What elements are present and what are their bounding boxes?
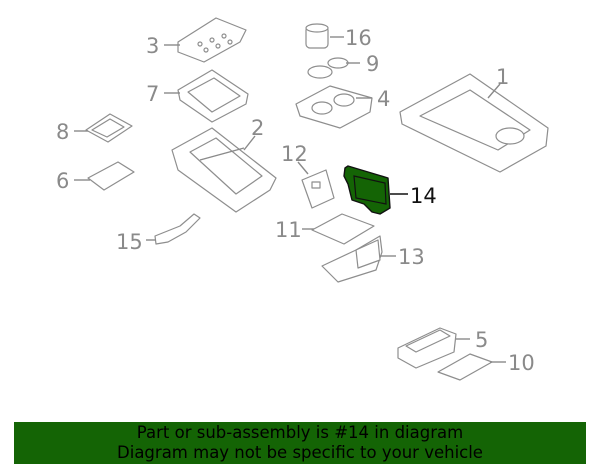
callout-4: 4 [377,87,390,111]
part-13[interactable] [321,235,383,283]
banner-line-2: Diagram may not be specific to your vehi… [117,443,483,462]
part-9[interactable] [307,57,349,79]
part-6[interactable] [87,161,135,191]
callout-6: 6 [56,169,69,193]
callout-10: 10 [508,351,535,375]
part-10[interactable] [437,353,493,381]
part-5[interactable] [397,327,457,369]
callout-8: 8 [56,120,69,144]
callout-3: 3 [146,34,159,58]
banner-line-1: Part or sub-assembly is #14 in diagram [136,423,464,442]
part-7[interactable] [177,69,249,123]
callout-14: 14 [410,184,437,208]
callout-15: 15 [116,230,143,254]
callout-13: 13 [398,245,425,269]
part-4[interactable] [295,85,373,129]
parts-diagram: 3 7 8 6 2 15 16 9 4 1 12 14 11 13 5 10 [56,17,549,381]
callout-7: 7 [146,82,159,106]
leader-lines [74,36,506,363]
callout-1: 1 [496,65,509,89]
callout-9: 9 [366,52,379,76]
part-14-highlighted[interactable] [343,165,391,215]
part-15[interactable] [154,213,201,245]
part-8[interactable] [85,113,133,143]
part-12[interactable] [301,169,335,209]
part-2[interactable] [171,127,277,213]
part-1[interactable] [399,73,549,173]
info-banner: Part or sub-assembly is #14 in diagram D… [14,422,586,464]
part-3[interactable] [177,17,247,63]
callout-16: 16 [345,26,372,50]
part-16[interactable] [305,23,329,49]
callout-12: 12 [281,142,308,166]
callout-5: 5 [475,328,488,352]
part-11[interactable] [311,213,375,245]
callout-11: 11 [275,218,302,242]
callout-2: 2 [251,116,264,140]
